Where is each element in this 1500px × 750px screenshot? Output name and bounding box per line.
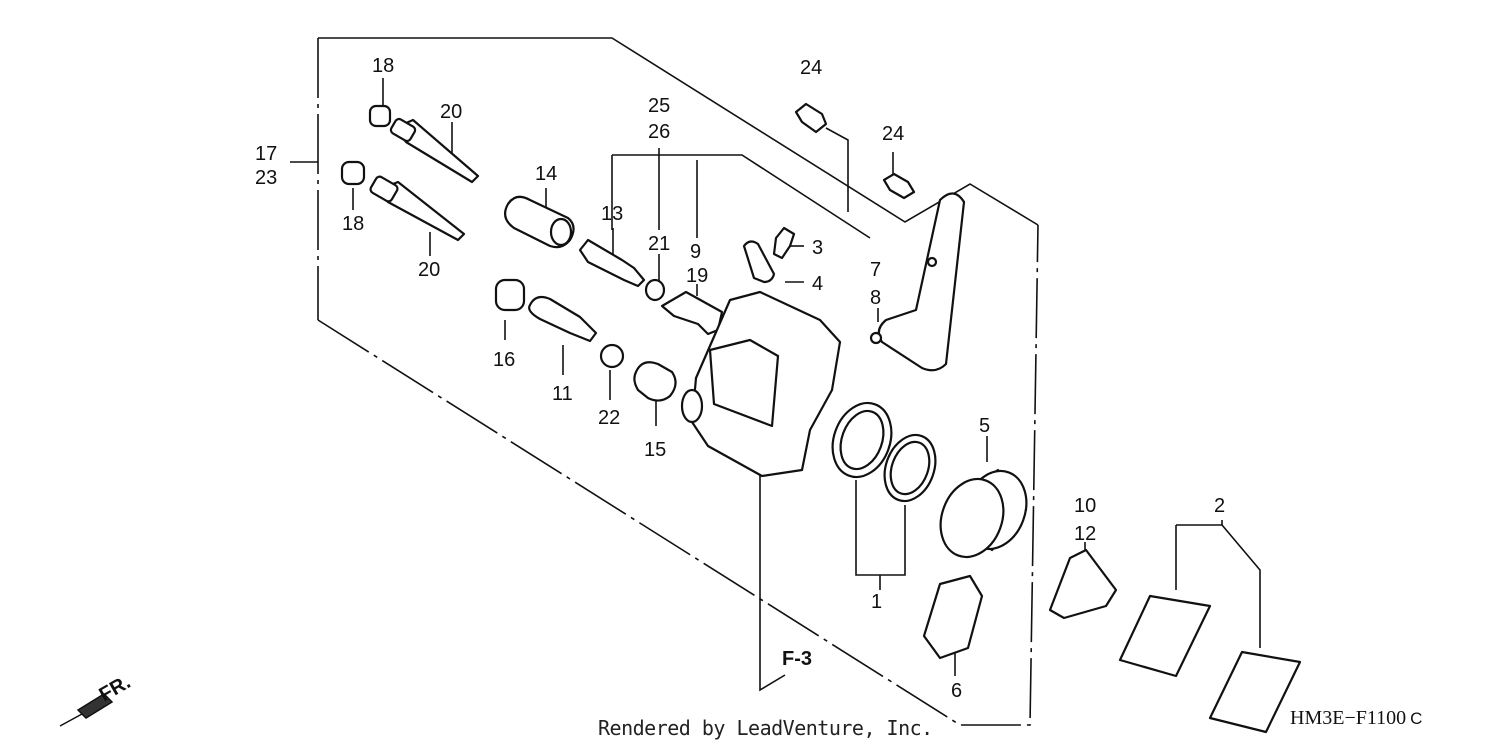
callout-25[interactable]: 25 (648, 95, 670, 117)
part-19-clip (660, 290, 724, 336)
callout-22[interactable]: 22 (598, 407, 620, 429)
callout-5[interactable]: 5 (979, 415, 990, 437)
part-14-bushing (503, 195, 575, 249)
callout-13[interactable]: 13 (601, 203, 623, 225)
diagram-code-suffix: C (1410, 709, 1422, 728)
reference-label-f3: F-3 (782, 648, 812, 670)
part-10-pad-spring (1048, 548, 1118, 620)
callout-3[interactable]: 3 (812, 237, 823, 259)
callout-20-lower[interactable]: 20 (418, 259, 440, 281)
part-5-piston (939, 468, 1028, 559)
part-11-pin (528, 295, 598, 343)
callout-11[interactable]: 11 (552, 383, 573, 405)
callout-2[interactable]: 2 (1214, 495, 1225, 517)
callout-numbers: 1 2 3 4 5 6 7 8 9 10 11 12 13 14 15 16 1… (255, 55, 1225, 702)
diagram-code-main: HM3E−F1100 (1290, 707, 1406, 729)
part-24-upper-bolt (794, 102, 828, 134)
callout-24-lower[interactable]: 24 (882, 123, 904, 145)
callout-9[interactable]: 9 (690, 241, 701, 263)
callout-12[interactable]: 12 (1074, 523, 1096, 545)
part-15-boot (633, 361, 677, 402)
callout-14[interactable]: 14 (535, 163, 557, 185)
part-3-bleeder (772, 226, 796, 260)
part-4-cap (742, 240, 776, 284)
callout-4[interactable]: 4 (812, 273, 823, 295)
front-direction-arrow-icon (59, 693, 114, 727)
callout-26[interactable]: 26 (648, 121, 670, 143)
part-7-caliper-body (680, 290, 842, 478)
callout-1[interactable]: 1 (871, 591, 882, 613)
callout-15[interactable]: 15 (644, 439, 666, 461)
part-1-seal-outer (831, 401, 893, 479)
part-13-bolt (578, 238, 646, 288)
credit-text: Rendered by LeadVenture, Inc. (598, 716, 933, 740)
part-2-pad-inner (1118, 594, 1212, 678)
callout-8[interactable]: 8 (870, 287, 881, 309)
callout-20-upper[interactable]: 20 (440, 101, 462, 123)
callout-18-lower[interactable]: 18 (342, 213, 364, 235)
callout-7[interactable]: 7 (870, 259, 881, 281)
part-21-washer (644, 278, 666, 302)
part-20-upper-pin (389, 117, 480, 184)
callout-23[interactable]: 23 (255, 167, 277, 189)
callout-10[interactable]: 10 (1074, 495, 1096, 517)
part-8-bracket (869, 192, 966, 372)
part-16-boot (494, 278, 526, 312)
assembly-boundary (290, 37, 1039, 726)
callout-18-upper[interactable]: 18 (372, 55, 394, 77)
callout-17[interactable]: 17 (255, 143, 277, 165)
part-24-lower-bolt (882, 172, 916, 200)
callout-24-upper[interactable]: 24 (800, 57, 822, 79)
callout-19[interactable]: 19 (686, 265, 708, 287)
part-18-upper-boot (368, 104, 392, 128)
part-6-pad-spring (922, 574, 984, 660)
callout-21[interactable]: 21 (648, 233, 670, 255)
part-18-lower-boot (340, 160, 366, 186)
callout-16[interactable]: 16 (493, 349, 515, 371)
part-1-seal-inner (883, 433, 937, 503)
part-20-lower-pin (369, 175, 466, 242)
callout-6[interactable]: 6 (951, 680, 962, 702)
part-22-washer (599, 343, 625, 369)
part-2-pad-outer (1208, 650, 1302, 734)
